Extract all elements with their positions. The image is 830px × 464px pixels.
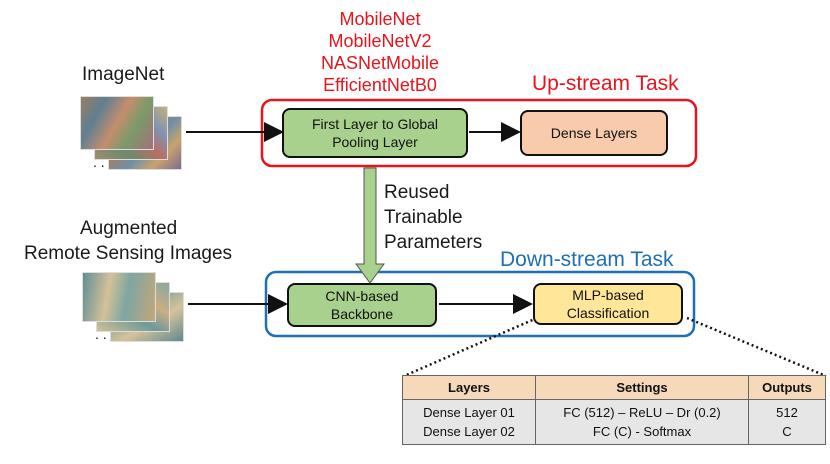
ellipsis-dots: . . xyxy=(95,326,107,342)
table-header: Outputs xyxy=(748,375,826,400)
reused-label-line2: Trainable xyxy=(384,207,463,228)
model-name: NASNetMobile xyxy=(320,53,440,73)
dotted-line-right xyxy=(686,316,827,378)
imagenet-label: ImageNet xyxy=(82,64,165,85)
rs-image xyxy=(82,272,156,322)
table-cell: FC (512) – ReLU – Dr (0.2) xyxy=(535,399,749,422)
upstream-title: Up-stream Task xyxy=(532,72,679,95)
table-cell: Dense Layer 02 xyxy=(402,422,536,445)
table-cell: FC (C) - Softmax xyxy=(535,422,749,445)
augmented-label-line1: Augmented xyxy=(80,218,178,239)
downstream-title: Down-stream Task xyxy=(500,248,674,271)
dense-layers-box: Dense Layers xyxy=(520,110,668,156)
table-row: Dense Layer 02 FC (C) - Softmax C xyxy=(402,422,826,445)
imagenet-image xyxy=(80,96,154,150)
table-header-row: Layers Settings Outputs xyxy=(402,375,826,400)
model-name: EfficientNetB0 xyxy=(323,75,437,95)
model-name: MobileNet xyxy=(339,9,421,29)
table-row: Dense Layer 01 FC (512) – ReLU – Dr (0.2… xyxy=(402,399,826,422)
table-header: Layers xyxy=(402,375,536,400)
ellipsis-dots: . . xyxy=(93,154,105,170)
table-cell: Dense Layer 01 xyxy=(402,399,536,422)
mlp-classification-box: MLP-based Classification xyxy=(533,283,683,325)
model-list: MobileNet MobileNetV2 NASNetMobile Effic… xyxy=(300,8,460,96)
table-cell: C xyxy=(748,422,826,445)
first-layer-to-pooling-box: First Layer to Global Pooling Layer xyxy=(282,108,468,158)
reused-label-line1: Reused xyxy=(384,182,450,203)
table-header: Settings xyxy=(535,375,749,400)
model-name: MobileNetV2 xyxy=(328,31,432,51)
dotted-line-left xyxy=(403,316,538,378)
reused-parameters-arrow xyxy=(355,167,385,284)
cnn-backbone-box: CNN-based Backbone xyxy=(287,283,437,327)
table-cell: 512 xyxy=(748,399,826,422)
layer-settings-table: Layers Settings Outputs Dense Layer 01 F… xyxy=(402,375,826,445)
reused-label-line3: Parameters xyxy=(384,232,483,253)
augmented-label-line2: Remote Sensing Images xyxy=(24,243,233,264)
